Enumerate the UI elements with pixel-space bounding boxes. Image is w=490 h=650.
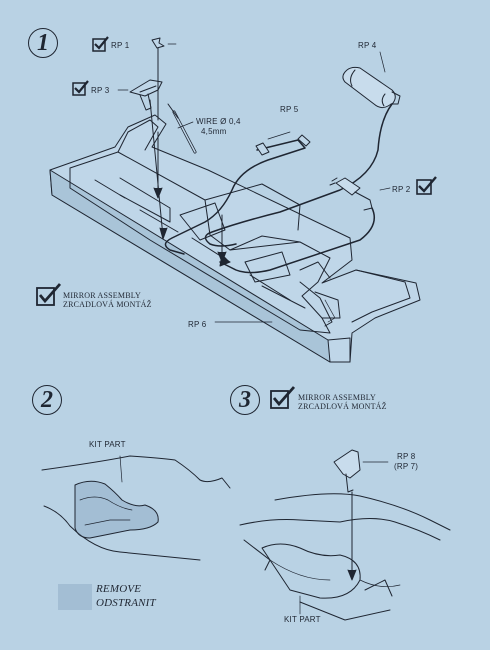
rp5-label: RP 5 — [280, 105, 299, 114]
rp6-label: RP 6 — [188, 320, 207, 329]
wire-label-line2: 4,5mm — [201, 127, 227, 136]
rp8-label: RP 8 — [397, 452, 416, 461]
rp4-part-drawing — [342, 66, 401, 109]
rp3-label: RP 3 — [91, 86, 110, 95]
rp4-label: RP 4 — [358, 41, 377, 50]
remove-swatch — [58, 584, 92, 610]
step-2-number: 2 — [32, 385, 62, 415]
rp3-part-drawing — [129, 79, 163, 111]
rp8-part-drawing — [333, 449, 361, 493]
step2-part-drawing — [41, 455, 231, 561]
step1-assembly-label-cz: ZRCADLOVÁ MONTÁŽ — [63, 300, 152, 309]
rp1-part-drawing — [151, 37, 165, 49]
step3-assembly-label-en: MIRROR ASSEMBLY — [298, 393, 376, 402]
rp2-label: RP 2 — [392, 185, 411, 194]
odstranit-label: ODSTRANIT — [96, 597, 156, 609]
rp5-wire-drawing — [164, 134, 311, 255]
rp7-label: (RP 7) — [394, 462, 419, 471]
step2-kit-part-label: KIT PART — [89, 440, 126, 449]
wire-label-line1: WIRE Ø 0,4 — [196, 117, 241, 126]
step3-part-drawing — [239, 493, 451, 621]
remove-label: REMOVE — [96, 583, 142, 595]
step3-kit-part-label: KIT PART — [284, 615, 321, 624]
step1-main-part-drawing — [49, 114, 421, 363]
step-3-number: 3 — [230, 385, 260, 415]
step1-assembly-label-en: MIRROR ASSEMBLY — [63, 291, 141, 300]
rp1-label: RP 1 — [111, 41, 130, 50]
step3-assembly-label-cz: ZRCADLOVÁ MONTÁŽ — [298, 402, 387, 411]
step-1-number: 1 — [28, 28, 58, 58]
